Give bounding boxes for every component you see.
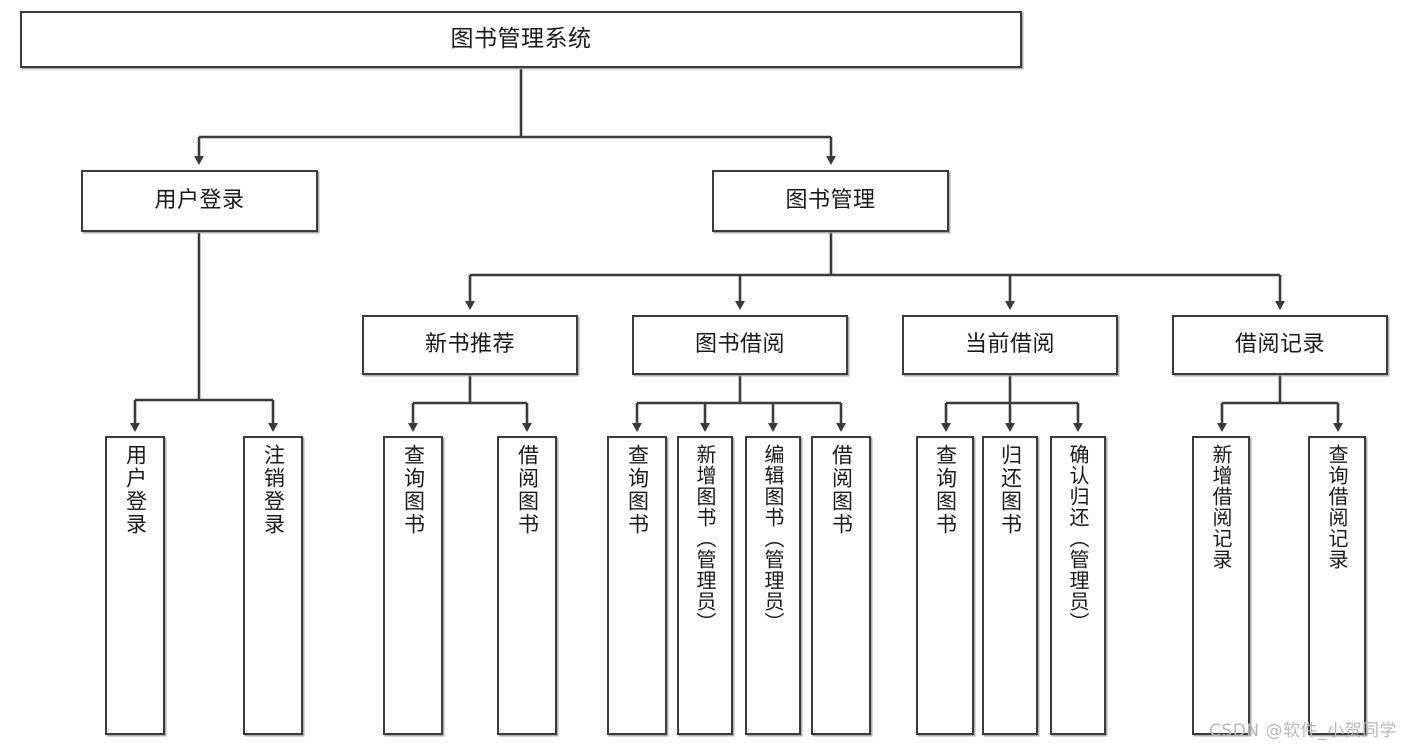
leaf-recommend-borrow-book[interactable]: 借阅图书 <box>497 436 557 735</box>
leaf-user-login-signin[interactable]: 用户登录 <box>105 436 165 735</box>
node-label: 查询借阅记录 <box>1325 444 1349 570</box>
leaf-current-confirm-return-admin[interactable]: 确认归还（管理员） <box>1050 436 1106 735</box>
node-label: 用户登录 <box>123 444 148 536</box>
node-label: 图书管理系统 <box>450 26 592 53</box>
node-label: 新书推荐 <box>424 332 515 358</box>
node-label: 查询图书 <box>933 444 958 536</box>
leaf-record-add-record[interactable]: 新增借阅记录 <box>1192 436 1250 735</box>
node-label: 查询图书 <box>625 444 650 536</box>
node-label: 编辑图书（管理员） <box>761 444 785 633</box>
leaf-borrow-add-book-admin[interactable]: 新增图书（管理员） <box>677 436 733 735</box>
node-label: 新增图书（管理员） <box>693 444 717 633</box>
node-label: 新增借阅记录 <box>1209 444 1233 570</box>
node-label: 当前借阅 <box>964 332 1055 358</box>
node-root-system[interactable]: 图书管理系统 <box>20 11 1022 68</box>
node-book-management[interactable]: 图书管理 <box>712 170 949 232</box>
node-new-book-recommend[interactable]: 新书推荐 <box>362 315 578 375</box>
node-label: 归还图书 <box>998 444 1023 536</box>
node-current-borrow[interactable]: 当前借阅 <box>902 315 1118 375</box>
node-borrow-record[interactable]: 借阅记录 <box>1172 315 1388 375</box>
node-label: 查询图书 <box>401 444 426 536</box>
leaf-recommend-query-book[interactable]: 查询图书 <box>383 436 443 735</box>
node-user-login[interactable]: 用户登录 <box>81 170 318 232</box>
leaf-borrow-query-book[interactable]: 查询图书 <box>607 436 667 735</box>
leaf-user-login-signout[interactable]: 注销登录 <box>243 436 303 735</box>
leaf-borrow-borrow-book[interactable]: 借阅图书 <box>811 436 871 735</box>
node-label: 借阅图书 <box>515 444 540 536</box>
node-book-borrow[interactable]: 图书借阅 <box>632 315 848 375</box>
leaf-record-query-record[interactable]: 查询借阅记录 <box>1308 436 1366 735</box>
node-label: 借阅记录 <box>1234 332 1325 358</box>
node-label: 图书借阅 <box>694 332 785 358</box>
leaf-borrow-edit-book-admin[interactable]: 编辑图书（管理员） <box>745 436 801 735</box>
node-label: 确认归还（管理员） <box>1066 444 1090 633</box>
node-label: 借阅图书 <box>829 444 854 536</box>
leaf-current-query-book[interactable]: 查询图书 <box>916 436 974 735</box>
watermark-text: CSDN @软件_小贺同学 <box>1209 721 1397 741</box>
leaf-current-return-book[interactable]: 归还图书 <box>982 436 1038 735</box>
node-label: 注销登录 <box>261 444 286 536</box>
node-label: 用户登录 <box>154 188 245 214</box>
node-label: 图书管理 <box>785 188 876 214</box>
